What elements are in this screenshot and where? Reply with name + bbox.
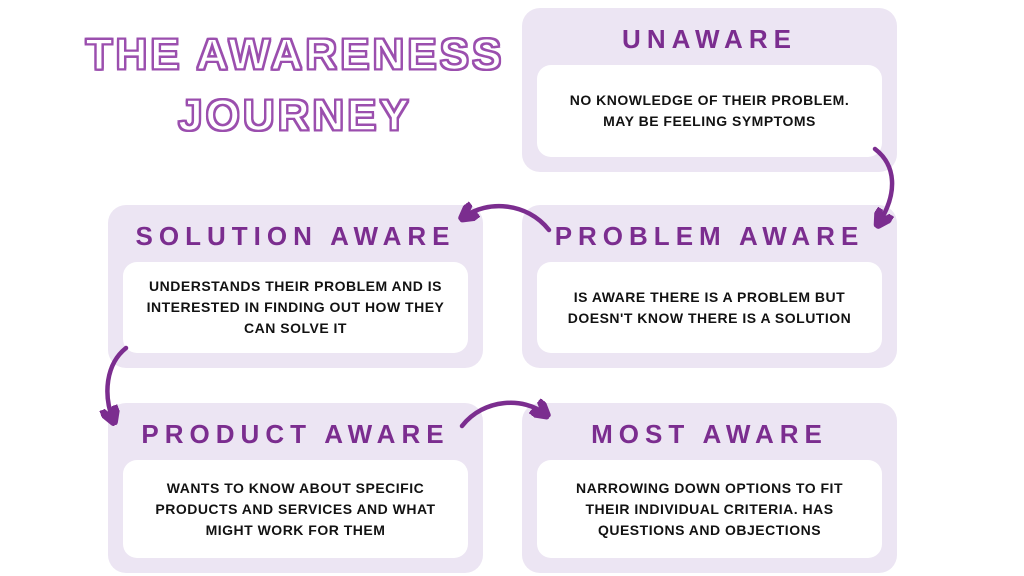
stage-card-problem-aware: PROBLEM AWARE IS AWARE THERE IS A PROBLE… [522, 205, 897, 368]
stage-heading-most-aware: MOST AWARE [591, 419, 828, 449]
page-title-line-1: THE AWARENESS [85, 29, 505, 80]
stage-card-product-aware: PRODUCT AWARE WANTS TO KNOW ABOUT SPECIF… [108, 403, 483, 573]
stage-heading-solution-aware: SOLUTION AWARE [135, 221, 456, 251]
stage-description-solution-aware: UNDERSTANDS THEIR PROBLEM AND IS INTERES… [146, 278, 445, 336]
stage-body-product-aware: WANTS TO KNOW ABOUT SPECIFIC PRODUCTS AN… [123, 460, 468, 558]
arrow-solution-aware-to-product-aware-icon [98, 345, 129, 432]
stage-heading-problem-aware: PROBLEM AWARE [554, 221, 865, 251]
stage-card-most-aware: MOST AWARE NARROWING DOWN OPTIONS TO FIT… [522, 403, 897, 573]
stage-card-solution-aware: SOLUTION AWARE UNDERSTANDS THEIR PROBLEM… [108, 205, 483, 368]
arrow-problem-aware-to-solution-aware-icon [452, 196, 552, 233]
page-title: THE AWARENESS JOURNEY [60, 24, 530, 146]
stage-description-most-aware: NARROWING DOWN OPTIONS TO FIT THEIR INDI… [575, 479, 843, 538]
stage-body-most-aware: NARROWING DOWN OPTIONS TO FIT THEIR INDI… [537, 460, 882, 558]
page-title-line-2: JOURNEY [177, 90, 412, 141]
stage-card-unaware: UNAWARE NO KNOWLEDGE OF THEIR PROBLEM. M… [522, 8, 897, 172]
stage-body-problem-aware: IS AWARE THERE IS A PROBLEM BUT DOESN'T … [537, 262, 882, 353]
stage-description-unaware: NO KNOWLEDGE OF THEIR PROBLEM. MAY BE FE… [569, 92, 850, 129]
arrow-product-aware-to-most-aware-icon [459, 392, 557, 429]
stage-heading-unaware: UNAWARE [622, 24, 797, 54]
stage-heading-product-aware: PRODUCT AWARE [141, 419, 450, 449]
stage-description-product-aware: WANTS TO KNOW ABOUT SPECIFIC PRODUCTS AN… [155, 479, 436, 538]
stage-description-problem-aware: IS AWARE THERE IS A PROBLEM BUT DOESN'T … [567, 288, 852, 326]
stage-body-solution-aware: UNDERSTANDS THEIR PROBLEM AND IS INTERES… [123, 262, 468, 353]
arrow-unaware-to-problem-aware-icon [872, 146, 895, 238]
stage-body-unaware: NO KNOWLEDGE OF THEIR PROBLEM. MAY BE FE… [537, 65, 882, 157]
